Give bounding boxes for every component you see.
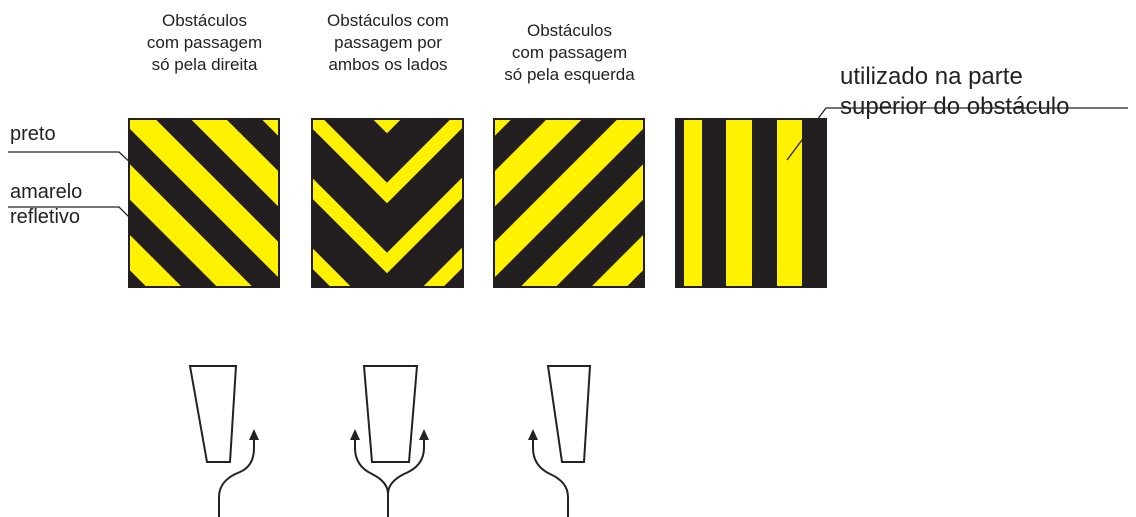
legend-yellow-label: amarelo refletivo: [10, 181, 83, 228]
route-right-diagram: [188, 365, 259, 517]
route-left-diagram: [528, 365, 592, 517]
leader-line-amarelo: [8, 206, 135, 223]
route-both-diagram: [350, 365, 429, 517]
legend-black-label: preto: [10, 123, 56, 145]
caption-pass-left: Obstáculos com passagem só pela esquerda: [504, 21, 635, 84]
caption-pass-right: Obstáculos com passagem só pela direita: [146, 11, 263, 74]
top-note-label: utilizado na parte superior do obstáculo: [840, 63, 1070, 120]
panel-pass-left: [493, 118, 645, 288]
panel-pass-right: [128, 118, 280, 288]
leader-line-preto: [8, 151, 135, 167]
caption-pass-both: Obstáculos com passagem por ambos os lad…: [327, 11, 449, 74]
leader-line-top-note: [786, 107, 1128, 161]
panel-top-of-obstacle: [675, 118, 827, 288]
leader-lines: [8, 107, 1128, 223]
panel-pass-both: [311, 118, 464, 288]
